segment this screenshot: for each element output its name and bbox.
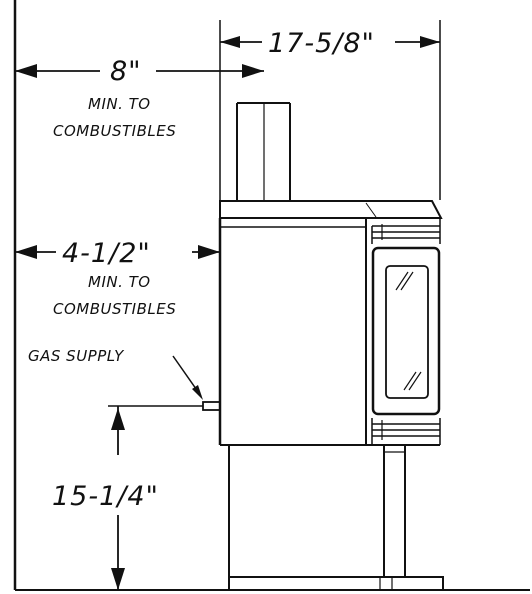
dimension-rear-clearance <box>15 64 264 78</box>
glass-door <box>371 246 441 416</box>
upper-louvers <box>371 218 441 244</box>
stove-top <box>219 200 443 219</box>
flue-pipe <box>236 102 291 200</box>
gas-supply-label: GAS SUPPLY <box>28 347 125 365</box>
rear-clearance-note-1: MIN. TO <box>88 95 151 113</box>
gas-supply-leader-arrow <box>192 385 203 400</box>
stove-body <box>218 218 440 446</box>
dimension-side-clearance <box>15 245 220 259</box>
side-clearance-note-1: MIN. TO <box>88 273 151 291</box>
base-plinth <box>228 576 444 591</box>
gas-height-label: 15-1/4" <box>52 481 159 512</box>
gas-supply-stub <box>202 401 221 411</box>
top-width-label: 17-5/8" <box>268 28 375 59</box>
side-clearance-note-2: COMBUSTIBLES <box>53 300 176 318</box>
rear-clearance-label: 8" <box>110 56 142 87</box>
side-clearance-label: 4-1/2" <box>62 238 151 269</box>
dimension-top-width <box>219 20 441 200</box>
lower-louvers <box>371 418 441 445</box>
rear-clearance-note-2: COMBUSTIBLES <box>53 122 176 140</box>
dimension-gas-height <box>108 405 203 590</box>
pedestal <box>228 445 406 577</box>
